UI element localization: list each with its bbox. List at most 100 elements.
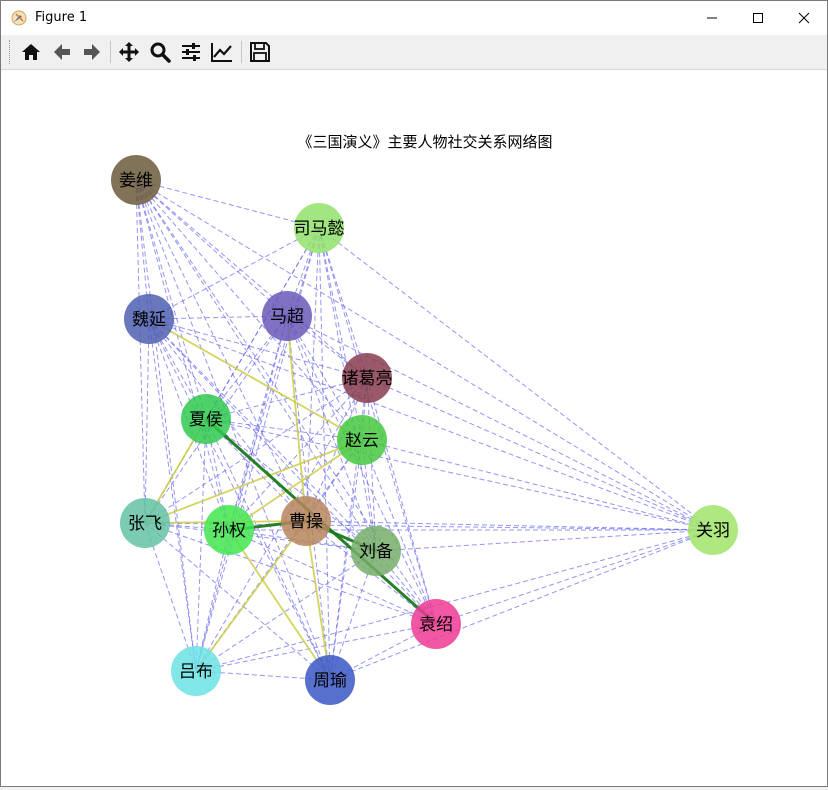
medium-edge	[228, 529, 331, 681]
close-icon	[798, 12, 810, 24]
node-circle	[411, 599, 461, 649]
weak-edge	[135, 179, 363, 441]
weak-edge	[135, 179, 331, 681]
node-zhugeliang: 诸葛亮	[342, 353, 393, 403]
weak-edge	[205, 418, 331, 681]
weak-edge	[144, 377, 368, 524]
figure-title: 《三国演义》主要人物社交关系网络图	[297, 133, 552, 151]
node-label: 孙权	[212, 521, 246, 541]
node-label: 马超	[270, 307, 304, 327]
node-weiyan: 魏延	[124, 294, 174, 344]
magnifier-icon	[150, 42, 171, 63]
back-button[interactable]	[48, 38, 76, 66]
weak-edge	[318, 227, 437, 625]
minimize-button[interactable]	[689, 1, 735, 35]
weak-edge	[318, 227, 368, 379]
weak-edge	[329, 529, 714, 681]
minimize-icon	[707, 17, 717, 19]
weak-edge	[144, 318, 150, 524]
node-circle	[111, 155, 161, 205]
weak-edge	[329, 439, 363, 681]
weak-edge	[144, 227, 320, 524]
arrow-left-icon	[54, 44, 70, 60]
weak-edge	[205, 418, 377, 552]
weak-edge	[148, 227, 320, 320]
node-label: 司马懿	[294, 219, 345, 239]
node-circle	[124, 294, 174, 344]
node-label: 刘备	[359, 542, 393, 562]
weak-edge	[195, 623, 437, 672]
medium-edge	[144, 439, 363, 524]
node-machao: 马超	[262, 291, 312, 341]
node-circle	[181, 394, 231, 444]
toolbar-separator	[241, 41, 242, 63]
navigation-toolbar	[1, 35, 827, 70]
arrow-right-icon	[84, 44, 100, 60]
weak-edge	[135, 179, 146, 524]
node-circle	[281, 496, 331, 546]
edit-axes-button[interactable]	[208, 38, 236, 66]
node-circle	[120, 498, 170, 548]
node-label: 姜维	[119, 171, 153, 191]
node-simayi: 司马懿	[294, 203, 345, 253]
weak-edge	[366, 377, 714, 531]
close-button[interactable]	[781, 1, 827, 35]
weak-edge	[305, 520, 714, 531]
node-circle	[305, 655, 355, 705]
maximize-button[interactable]	[735, 1, 781, 35]
title-bar: Figure 1	[1, 1, 827, 35]
weak-edge	[195, 529, 714, 672]
forward-button[interactable]	[78, 38, 106, 66]
node-circle	[262, 291, 312, 341]
weak-edge	[135, 179, 714, 531]
figure-canvas[interactable]: 《三国演义》主要人物社交关系网络图 姜维司马懿魏延马超诸葛亮夏侯赵云张飞孙权曹操…	[1, 70, 827, 786]
weak-edge	[228, 529, 437, 625]
line-chart-icon	[211, 43, 232, 62]
weak-edge	[228, 315, 288, 531]
node-circle	[688, 505, 738, 555]
weak-edge	[318, 227, 363, 441]
node-circle	[351, 526, 401, 576]
subplots-button[interactable]	[177, 38, 205, 66]
node-jiangwei: 姜维	[111, 155, 161, 205]
weak-edge	[195, 550, 377, 672]
weak-edge	[366, 377, 437, 625]
node-label: 吕布	[179, 662, 213, 682]
save-button[interactable]	[246, 38, 274, 66]
pan-button[interactable]	[115, 38, 143, 66]
weak-edge	[435, 529, 714, 625]
nodes-layer: 姜维司马懿魏延马超诸葛亮夏侯赵云张飞孙权曹操刘备关羽袁绍吕布周瑜	[111, 155, 738, 705]
node-zhangfei: 张飞	[120, 498, 170, 548]
weak-edge	[148, 318, 437, 625]
home-icon	[22, 44, 40, 60]
weak-edge	[135, 179, 368, 379]
weak-edge	[318, 227, 714, 531]
weak-edge	[148, 318, 331, 681]
medium-edge	[228, 439, 363, 531]
node-label: 赵云	[345, 431, 379, 451]
weak-edge	[144, 522, 197, 672]
node-label: 诸葛亮	[342, 369, 393, 389]
toolbar-grip[interactable]	[9, 40, 12, 64]
weak-edge	[305, 377, 368, 522]
home-button[interactable]	[17, 38, 45, 66]
weak-edge	[135, 179, 230, 531]
weak-edge	[375, 529, 714, 552]
weak-edges-layer	[135, 179, 714, 681]
node-circle	[337, 415, 387, 465]
weak-edge	[144, 522, 437, 625]
medium-edge	[195, 520, 307, 672]
node-label: 周瑜	[313, 671, 347, 691]
node-label: 关羽	[696, 521, 730, 541]
zoom-button[interactable]	[146, 38, 174, 66]
floppy-disk-icon	[250, 42, 270, 62]
node-label: 张飞	[128, 514, 162, 534]
weak-edge	[148, 318, 368, 379]
weak-edge	[135, 179, 197, 672]
weak-edge	[205, 418, 714, 531]
weak-edge	[148, 318, 307, 522]
node-zhaoyun: 赵云	[337, 415, 387, 465]
node-circle	[342, 353, 392, 403]
network-graph: 《三国演义》主要人物社交关系网络图 姜维司马懿魏延马超诸葛亮夏侯赵云张飞孙权曹操…	[111, 133, 738, 705]
